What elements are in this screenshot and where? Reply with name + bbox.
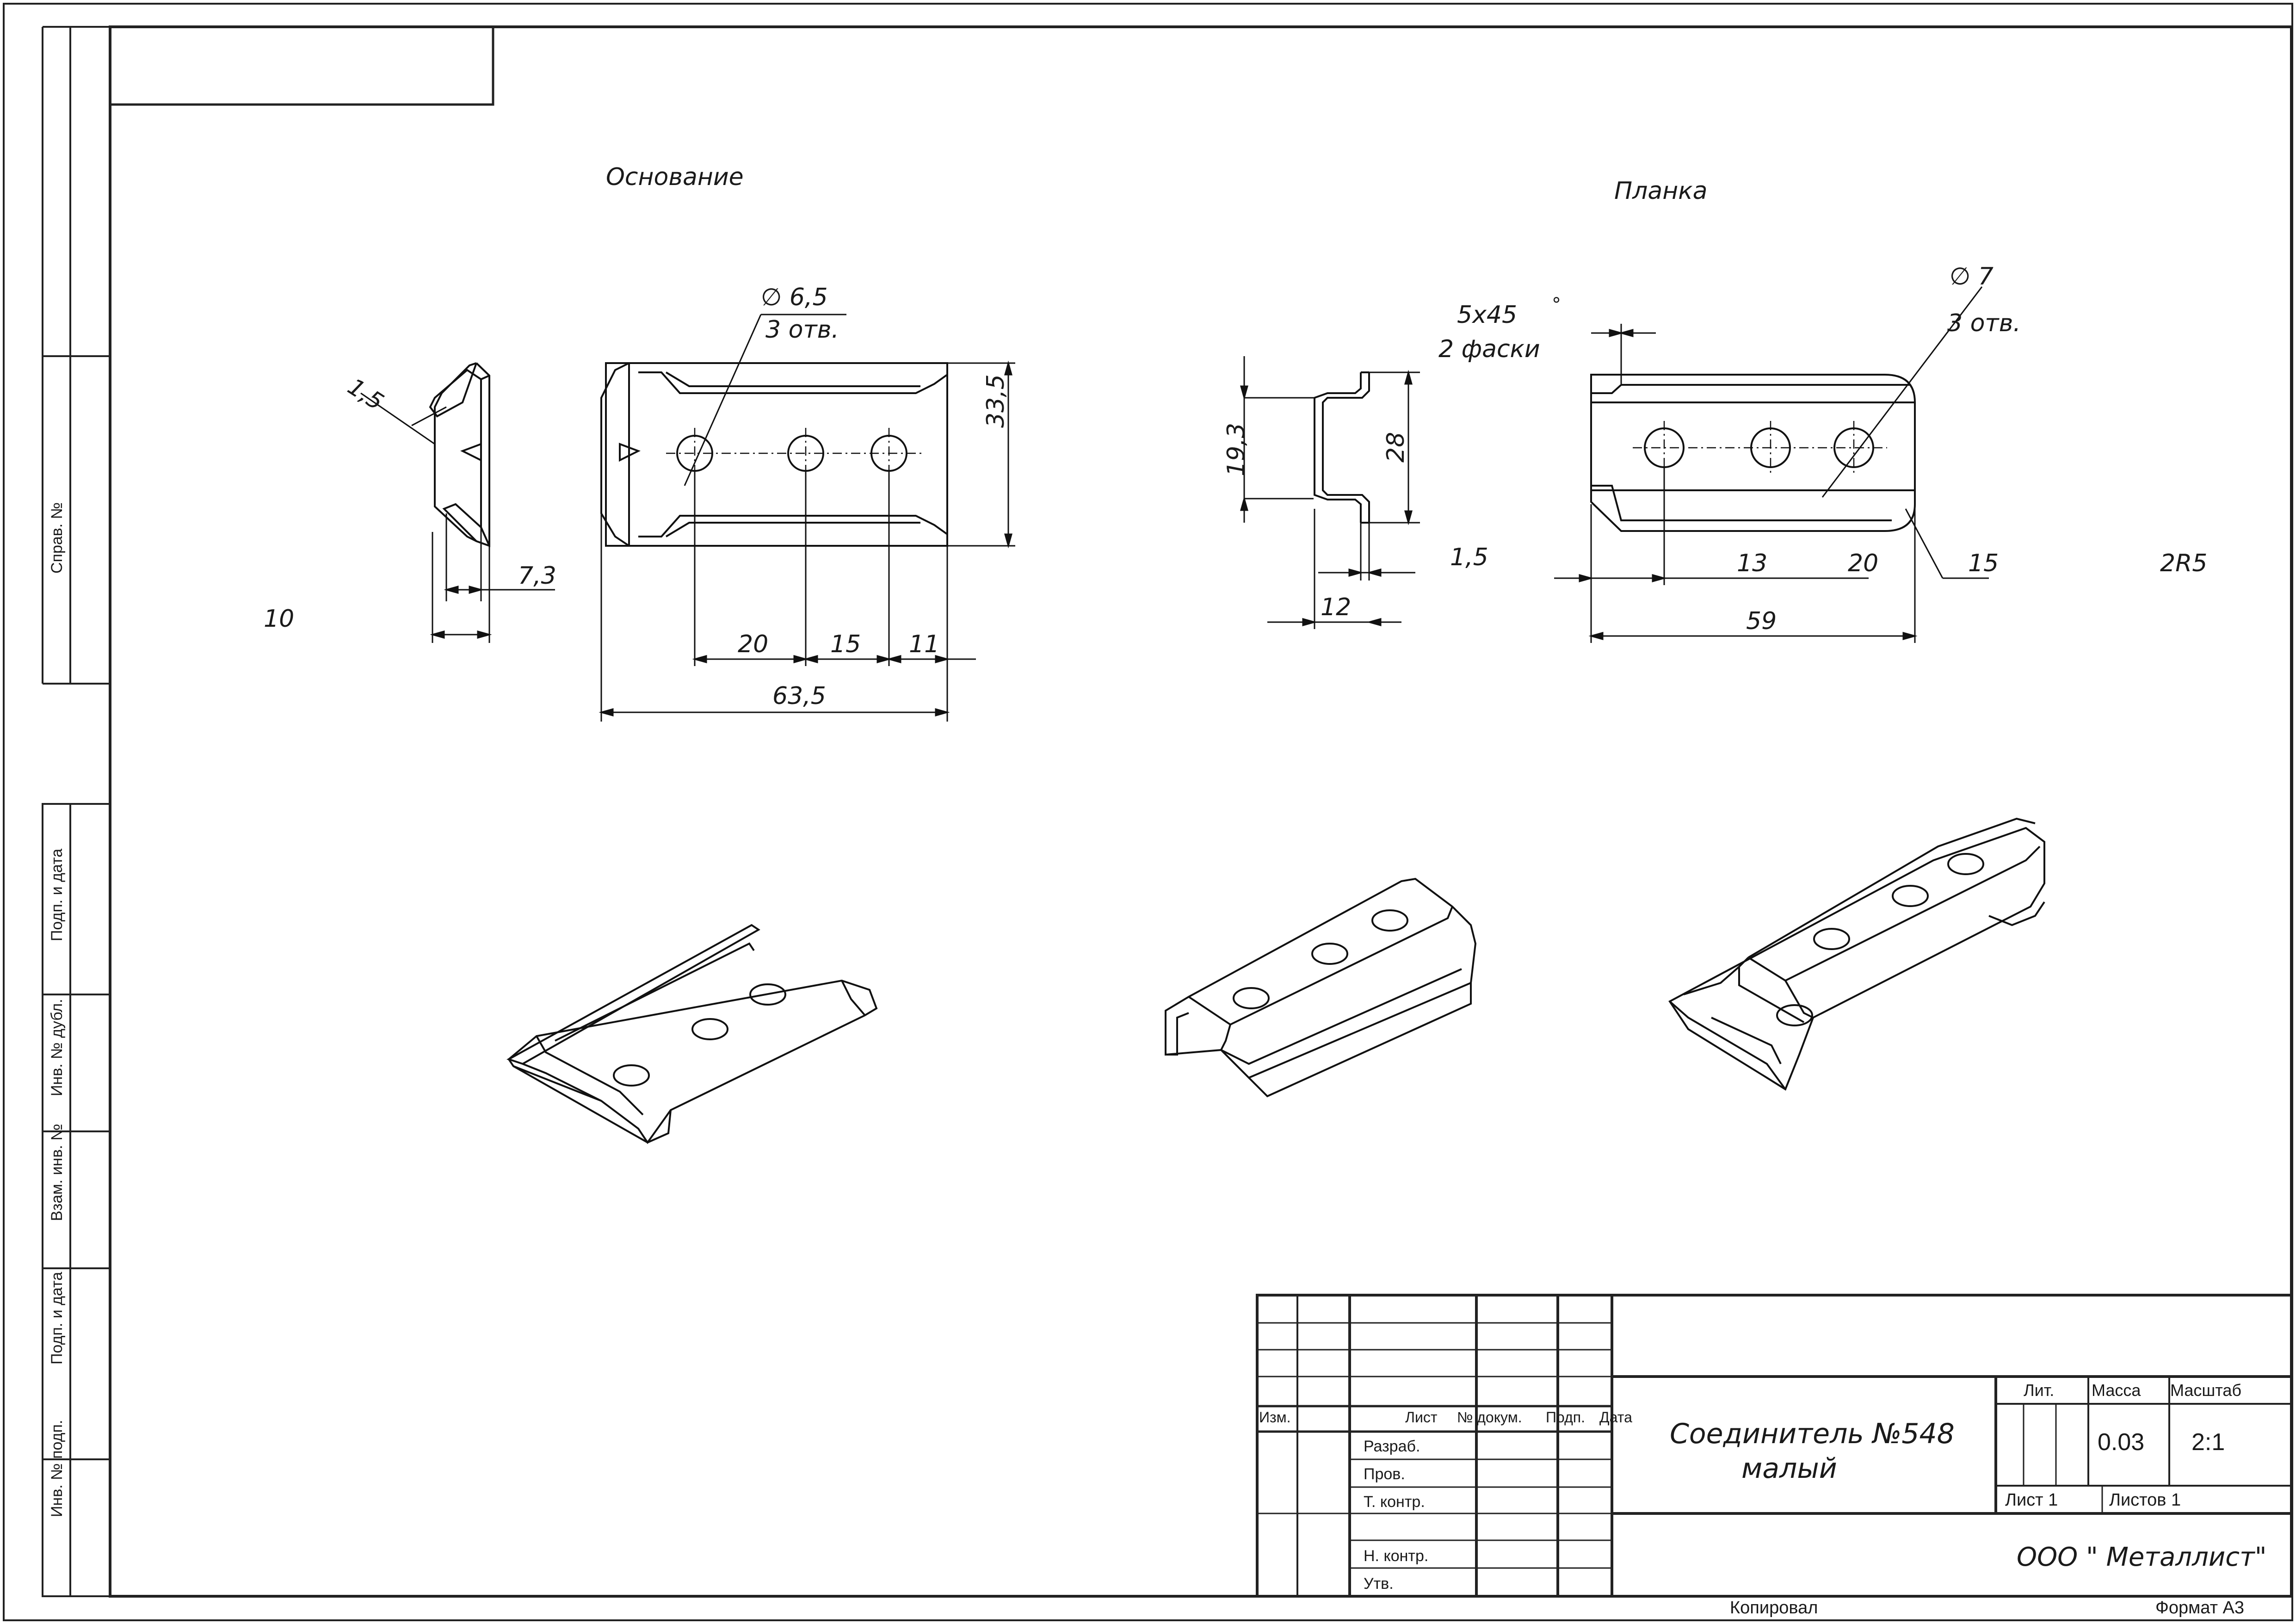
iso-assembly-hole-3 xyxy=(1947,853,1984,875)
plate-dim-h1: 19,3 xyxy=(1222,423,1250,476)
base-dim-total: 63,5 xyxy=(772,682,826,710)
plate-top-dims xyxy=(1554,286,1989,643)
base-dim-hole-count: 3 отв. xyxy=(765,316,839,344)
base-top-dims xyxy=(599,314,1015,722)
plate-dim-chamfer: 5х45 xyxy=(1457,301,1517,329)
plate-top-view xyxy=(1590,374,1916,532)
plate-dim-d1: 13 xyxy=(1737,550,1767,577)
tb-role-prov: Пров. xyxy=(1364,1465,1405,1483)
plate-dim-width: 12 xyxy=(1321,593,1351,621)
iso-assembly xyxy=(1668,817,2045,1091)
base-dim-flange: 7,3 xyxy=(518,562,556,590)
tb-header-podp: Подп. xyxy=(1546,1409,1585,1426)
iso-plate-hole-1 xyxy=(1233,987,1270,1009)
stamp-label-podp-data-1: Подп. и дата xyxy=(48,849,66,941)
tb-name-line1: Соединитель №548 xyxy=(1670,1418,1955,1450)
plate-dim-total: 59 xyxy=(1746,607,1777,635)
stamp-label-inv-podl: Инв. № подп. xyxy=(48,1420,66,1517)
plate-dim-radius: 2R5 xyxy=(2160,550,2207,577)
plate-dim-d2: 20 xyxy=(1848,550,1878,577)
plate-profile-view xyxy=(1314,371,1370,524)
iso-assembly-holes xyxy=(1776,853,1984,1026)
plate-dim-hole-count: 3 отв. xyxy=(1947,309,2021,337)
tb-role-utv: Утв. xyxy=(1364,1575,1394,1593)
stamp-label-podp-data-2: Подп. и дата xyxy=(48,1272,66,1365)
iso-base-holes xyxy=(613,983,786,1087)
iso-plate-holes xyxy=(1233,909,1408,1009)
tb-header-izm: Изм. xyxy=(1259,1409,1291,1426)
view-title-base: Основание xyxy=(606,163,744,191)
tb-scale-label: Масштаб xyxy=(2170,1381,2241,1400)
plate-dim-degree: ° xyxy=(1552,294,1561,315)
left-stamp xyxy=(42,26,111,1597)
tb-header-list: Лист xyxy=(1405,1409,1438,1426)
tb-role-nkontr: Н. контр. xyxy=(1364,1547,1428,1565)
iso-base-hole-1 xyxy=(613,1064,650,1087)
stamp-label-vzam-inv: Взам. инв. № xyxy=(48,1124,66,1221)
tb-header-doc: № докум. xyxy=(1457,1409,1522,1426)
iso-assembly-hole-4 xyxy=(1776,1004,1813,1026)
plate-dim-thickness: 1,5 xyxy=(1450,543,1488,571)
plate-dim-h2: 28 xyxy=(1382,432,1410,463)
iso-plate xyxy=(1165,877,1477,1098)
tb-header-data: Дата xyxy=(1599,1409,1632,1426)
plate-dim-d3: 15 xyxy=(1968,550,1999,577)
iso-base xyxy=(506,924,878,1144)
plate-dim-chamfer-count: 2 фаски xyxy=(1438,335,1540,363)
footer-format: Формат А3 xyxy=(2155,1598,2244,1618)
tb-role-razrab: Разраб. xyxy=(1364,1438,1420,1455)
base-dim-hole: ∅ 6,5 xyxy=(761,284,828,311)
base-dim-side-width: 10 xyxy=(264,605,294,633)
tb-scale-value: 2:1 xyxy=(2191,1429,2225,1456)
tb-company: ООО " Металлист" xyxy=(2017,1542,2266,1572)
plate-dim-hole: ∅ 7 xyxy=(1950,263,1994,290)
iso-plate-hole-3 xyxy=(1371,909,1408,932)
tb-mass-label: Масса xyxy=(2092,1381,2141,1400)
iso-plate-hole-2 xyxy=(1311,943,1348,965)
iso-assembly-hole-2 xyxy=(1892,885,1929,907)
title-block-text: Изм. Лист № докум. Подп. Дата Разраб. Пр… xyxy=(1259,1381,2266,1593)
tb-sheets: Листов 1 xyxy=(2109,1490,2181,1510)
footer-copied: Копировал xyxy=(1730,1598,1818,1618)
base-dim-d3: 11 xyxy=(909,630,939,658)
left-stamp-labels: Справ. № Подп. и дата Инв. № дубл. Взам.… xyxy=(48,502,66,1517)
tb-lit-label: Лит. xyxy=(2024,1381,2054,1400)
base-dim-d2: 15 xyxy=(830,630,861,658)
plate-profile-dims xyxy=(1240,356,1420,629)
stamp-label-inv-dubl: Инв. № дубл. xyxy=(48,999,66,1096)
tb-mass-value: 0.03 xyxy=(2098,1429,2144,1456)
iso-assembly-hole-1 xyxy=(1813,928,1850,950)
base-side-view xyxy=(429,362,490,547)
tb-name-line2: малый xyxy=(1741,1452,1837,1485)
base-dim-d1: 20 xyxy=(738,630,768,658)
tb-sheet: Лист 1 xyxy=(2005,1490,2058,1510)
iso-base-hole-3 xyxy=(749,983,786,1006)
stamp-label-sprav: Справ. № xyxy=(48,502,66,574)
tb-role-tkontr: Т. контр. xyxy=(1364,1493,1425,1511)
base-dim-height: 33,5 xyxy=(982,374,1010,428)
base-top-view xyxy=(600,362,948,547)
view-title-plate: Планка xyxy=(1614,177,1707,205)
iso-base-hole-2 xyxy=(691,1018,728,1040)
title-block-grid xyxy=(1256,1294,2293,1598)
base-side-dims xyxy=(360,392,555,643)
